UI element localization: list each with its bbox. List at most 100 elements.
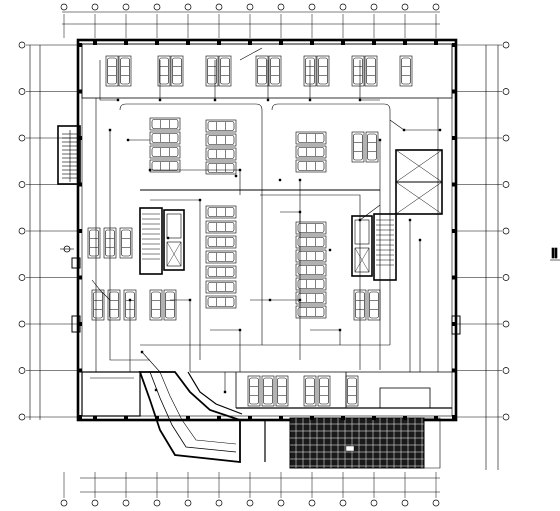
axis-bubble [153, 3, 161, 11]
axis-bubble [18, 88, 26, 95]
parking-bay-icon [157, 55, 171, 87]
axis-bubble [432, 3, 440, 11]
bay-outline [275, 375, 289, 407]
axis-bubble [91, 499, 99, 507]
axis-bubble [502, 320, 510, 328]
parking-bay-icon [275, 375, 289, 407]
axis-bubble [18, 181, 26, 188]
axis-bubble [401, 3, 409, 11]
car-body [347, 377, 357, 405]
elevator-cross [166, 241, 182, 267]
fixture-marker [298, 210, 302, 214]
bay-outline [87, 227, 101, 259]
fixture-marker [268, 298, 272, 302]
car-body [220, 57, 230, 85]
building-outline [57, 38, 461, 422]
bay-outline [364, 55, 378, 87]
bay-outline [295, 145, 327, 159]
fixture-marker [154, 388, 158, 392]
parking-bay-icon [149, 145, 181, 159]
axis-bubble [370, 499, 378, 507]
fixture-marker [234, 174, 238, 178]
core-wall [139, 207, 163, 275]
parking-bay-icon [105, 55, 119, 87]
bay-outline [205, 220, 237, 234]
bay-outline [351, 131, 365, 163]
section-mark [60, 245, 74, 253]
bay-outline [316, 55, 330, 87]
fixture-marker [126, 138, 130, 142]
axis-bubble [18, 274, 26, 281]
column-marker [279, 41, 283, 45]
car-body [297, 251, 325, 261]
parking-bay-icon [295, 235, 327, 249]
car-body [89, 229, 99, 257]
column-marker [452, 43, 456, 47]
parking-bay-icon [149, 159, 181, 173]
car-body [207, 252, 235, 262]
parking-bay-icon [149, 131, 181, 145]
column-marker [279, 416, 283, 420]
parking-bay-icon [295, 159, 327, 173]
car-body [151, 161, 179, 171]
axis-grid [26, 14, 502, 498]
fixture-marker [358, 98, 362, 102]
car-body [151, 147, 179, 157]
parking-bay-icon [149, 117, 181, 131]
bay-outline [157, 55, 171, 87]
parking-bay-icon [119, 227, 133, 259]
column-marker [93, 41, 97, 45]
bay-outline [295, 221, 327, 235]
parking-bay-icon [316, 55, 330, 87]
car-body [172, 57, 182, 85]
parking-bay-icon [303, 375, 317, 407]
axis-bubble [277, 3, 285, 11]
column-marker [78, 182, 82, 187]
column-marker [452, 182, 456, 187]
axis-bubble [18, 227, 26, 235]
fixture-marker [408, 218, 412, 222]
interior-walls [81, 43, 453, 409]
column-marker [186, 41, 190, 45]
axis-bubble [502, 413, 510, 421]
column-marker [78, 275, 82, 280]
bay-outline [295, 263, 327, 277]
column-marker [78, 229, 82, 233]
stair-icon [62, 130, 78, 182]
bay-outline [170, 55, 184, 87]
column-marker [434, 416, 438, 420]
fixture-marker [266, 98, 270, 102]
parking-bay-icon [255, 55, 269, 87]
axis-bubble [18, 134, 26, 142]
car-body [257, 57, 267, 85]
fixture-marker [166, 236, 170, 240]
bay-outline [247, 375, 261, 407]
parking-bay-icon [205, 147, 237, 161]
parking-bay-icon [351, 131, 365, 163]
bay-outline [295, 235, 327, 249]
fixture-marker [418, 238, 422, 242]
fixture-marker [158, 98, 162, 102]
car-body [297, 279, 325, 289]
parking-bay-icon [247, 375, 261, 407]
column-marker [78, 43, 82, 47]
parking-bay-icon [364, 55, 378, 87]
column-marker [341, 41, 345, 45]
car-body [297, 223, 325, 233]
axis-bubble [502, 367, 510, 374]
parking-bay-icon [218, 55, 232, 87]
axis-bubble [153, 499, 161, 507]
parking-bay-icon [205, 55, 219, 87]
elevator-cross [354, 247, 370, 273]
axis-bubble [18, 320, 26, 328]
parking-bay-icon [295, 263, 327, 277]
bay-outline [205, 161, 237, 175]
parking-bay-icon [345, 375, 359, 407]
axis-bubble [246, 499, 254, 507]
car-body [297, 237, 325, 247]
parking-bay-icon [295, 131, 327, 145]
car-body [353, 57, 363, 85]
fixture-marker [108, 128, 112, 132]
bay-outline [205, 147, 237, 161]
car-body [207, 57, 217, 85]
